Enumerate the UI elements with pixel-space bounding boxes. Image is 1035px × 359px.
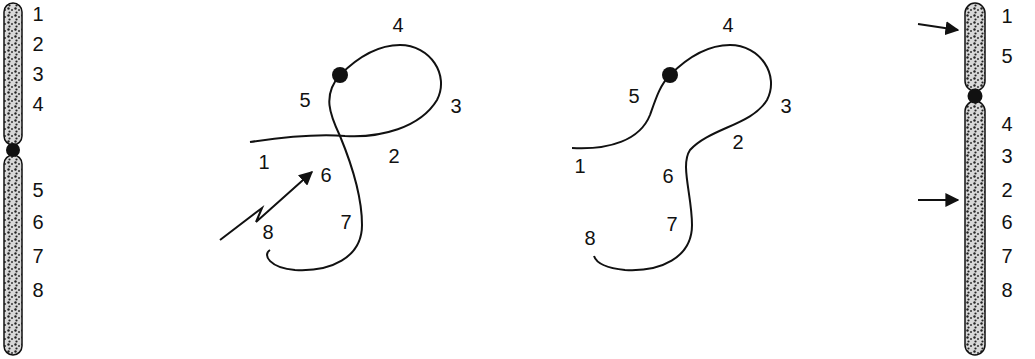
band-number: 3 [450,96,461,116]
band-number: 4 [392,15,403,35]
breakpoint-arrow [918,24,958,30]
band-number: 2 [732,132,743,152]
band-number: 3 [1001,146,1012,166]
band-number: 1 [1001,6,1012,26]
band-number: 1 [574,156,585,176]
band-number: 4 [722,15,733,35]
band-number: 1 [258,152,269,172]
band-number: 1 [32,4,43,24]
band-number: 6 [32,212,43,232]
band-number: 8 [32,280,43,300]
inverted-chromosome [965,3,985,355]
band-number: 6 [1001,212,1012,232]
band-number: 3 [32,64,43,84]
band-number: 4 [32,94,43,114]
band-number: 8 [262,222,273,242]
band-number: 3 [780,96,791,116]
centromere [332,67,348,83]
band-number: 8 [584,228,595,248]
band-number: 5 [299,90,310,110]
band-number: 6 [662,166,673,186]
band-number: 7 [340,212,351,232]
band-number: 5 [1001,46,1012,66]
rejoined-loop [572,45,771,270]
band-number: 6 [320,165,331,185]
normal-chromosome [4,3,22,355]
band-number: 2 [388,146,399,166]
band-number: 5 [32,180,43,200]
band-number: 7 [666,214,677,234]
band-number: 2 [1001,180,1012,200]
band-number: 8 [1001,280,1012,300]
band-number: 2 [32,34,43,54]
band-number: 7 [1001,246,1012,266]
inversion-loop [250,45,441,270]
band-number: 7 [32,246,43,266]
band-number: 5 [628,86,639,106]
breakpoint-arrow [918,199,958,201]
band-number: 4 [1001,114,1012,134]
centromere [662,67,678,83]
